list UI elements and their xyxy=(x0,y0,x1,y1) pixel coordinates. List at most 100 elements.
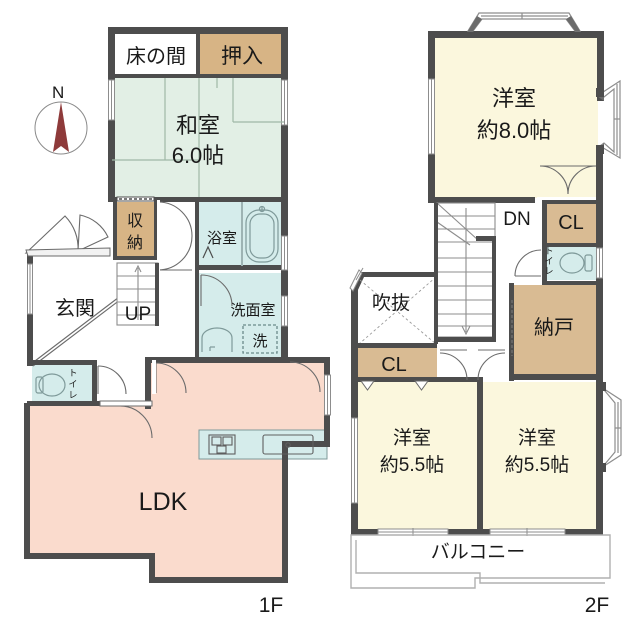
label-senmenshitsu: 洗面室 xyxy=(230,302,275,319)
wall-2f-bottom xyxy=(351,529,603,535)
wall-2f-right-mid xyxy=(596,150,603,203)
wall-washitsu-bottom xyxy=(154,197,284,202)
label-floor-1f: 1F xyxy=(259,594,284,617)
label-oshiire: 押入 xyxy=(221,45,263,68)
door-bedroom-b[interactable] xyxy=(477,349,506,381)
svg-text:ト: ト xyxy=(68,368,77,378)
room-fill-yoshitsu8 xyxy=(434,36,598,198)
label-washitsu: 和室 xyxy=(176,113,220,138)
room-fill-toilet-1f xyxy=(32,364,95,406)
wall-right-1f-mid xyxy=(281,197,288,362)
label-balcony: バルコニー xyxy=(431,542,526,563)
wall-cl-top xyxy=(542,200,602,204)
bathtub-icon xyxy=(245,205,279,263)
sliding-door-washitsu xyxy=(116,196,155,202)
room-fill-shuno xyxy=(117,202,154,259)
label-yoshitsu55a: 洋室 xyxy=(393,427,431,449)
label-yoshitsu55a-size: 約5.5帖 xyxy=(380,454,444,476)
label-yoshitsu8: 洋室 xyxy=(492,86,536,111)
room-fill-nando xyxy=(513,285,598,377)
svg-text:イ: イ xyxy=(68,379,77,389)
wall-stairs-right xyxy=(155,263,159,326)
wall-bath-bottom xyxy=(195,265,285,270)
toilet-icon-2f xyxy=(559,252,593,274)
svg-text:ト: ト xyxy=(544,246,553,256)
balcony-outline xyxy=(350,534,611,589)
wall-ldk-notch xyxy=(282,441,330,447)
room-fill-yoshitsu55a xyxy=(358,382,480,530)
label-toilet-1f: ト イ レ xyxy=(68,368,77,400)
door-opening-ldk-west[interactable] xyxy=(99,400,153,407)
wall-2f-room8-bottom xyxy=(428,197,535,203)
label-shuno-line2: 納 xyxy=(127,234,143,252)
wall-stairs-2f-bottom xyxy=(434,337,496,342)
label-cl-lower: CL xyxy=(381,354,407,376)
bay-window-north xyxy=(466,12,582,32)
room-fill-cl-upper xyxy=(546,203,598,243)
door-washroom[interactable] xyxy=(200,274,233,307)
label-shuno-line1: 収 xyxy=(127,212,143,230)
wall-ldk-upper-left xyxy=(145,357,151,409)
wall-ldk-bottom-left xyxy=(24,553,155,559)
wall-ldk-top xyxy=(145,357,290,363)
floor-1f-group: 床の間 押入 和室 6.0帖 収 納 浴室 洗面室 洗 玄関 UP ト イ レ … xyxy=(24,27,331,617)
room-fill-yoshitsu55b xyxy=(483,382,598,530)
door-bedroom-a[interactable] xyxy=(439,349,468,381)
bath-door-arrow xyxy=(202,245,214,259)
room-fill-fukinuke xyxy=(358,272,437,347)
room-fill-oshiire xyxy=(199,33,284,78)
door-ldk-north[interactable] xyxy=(152,360,187,394)
bay-window-east xyxy=(596,79,621,160)
cl-lower-arrows xyxy=(360,380,429,391)
double-door-corridor[interactable] xyxy=(157,200,193,272)
wall-shuno-left xyxy=(113,197,117,259)
door-to-washroom[interactable] xyxy=(289,361,321,393)
room-fill-cl-lower xyxy=(358,348,437,380)
void-cross-lines xyxy=(358,276,437,345)
door-toilet-1f[interactable] xyxy=(97,365,127,395)
wall-void-bottom xyxy=(355,343,437,348)
wall-shuno-right xyxy=(154,200,158,260)
wall-tokonoma-oshiire xyxy=(196,31,200,78)
wall-cl-bottom xyxy=(542,243,602,247)
wall-ldk-top-right xyxy=(288,357,330,363)
wall-nando-bottom xyxy=(509,374,603,380)
wall-ldk-top-left xyxy=(27,401,151,406)
wall-ldk-left xyxy=(24,403,30,559)
room-fill-washitsu xyxy=(112,78,284,200)
room-fill-tokonoma xyxy=(112,33,199,78)
compass-rose: N xyxy=(34,83,88,155)
label-sen: 洗 xyxy=(252,333,267,350)
room-fill-ldk xyxy=(27,357,330,580)
wall-stairs-2f-shelf xyxy=(476,236,496,241)
wall-ldk-right-lower xyxy=(282,441,288,583)
label-floor-2f: 2F xyxy=(585,594,610,617)
svg-text:イ: イ xyxy=(544,256,553,266)
room-fill-senmenshitsu xyxy=(199,273,284,357)
entrance-double-door[interactable] xyxy=(24,214,111,257)
stove-icon xyxy=(208,434,236,455)
wall-ldk-bottom xyxy=(149,577,288,583)
label-yoshitsu55b-size: 約5.5帖 xyxy=(505,454,569,476)
label-tokonoma: 床の間 xyxy=(126,45,186,68)
wall-2f-right-lower xyxy=(596,380,603,535)
label-cl-upper: CL xyxy=(558,212,584,234)
bay-window-east-lower xyxy=(598,382,622,472)
door-toilet-2f[interactable] xyxy=(514,249,542,277)
stairs-up xyxy=(116,262,159,326)
label-ldk: LDK xyxy=(139,488,188,516)
wall-toilet-top xyxy=(27,360,97,365)
washer-icon xyxy=(242,324,278,354)
label-nando: 納戸 xyxy=(534,316,574,339)
label-washitsu-size: 6.0帖 xyxy=(172,143,225,168)
wall-2f-right-upper xyxy=(597,31,604,101)
svg-text:レ: レ xyxy=(544,266,553,276)
wall-bath-left xyxy=(195,197,199,273)
wall-between-bedrooms xyxy=(477,380,483,535)
room-fill-toilet-2f xyxy=(546,246,598,280)
wall-shuno-bottom xyxy=(113,256,158,260)
wall-washroom-left xyxy=(195,270,199,362)
wall-void-right xyxy=(434,272,438,344)
